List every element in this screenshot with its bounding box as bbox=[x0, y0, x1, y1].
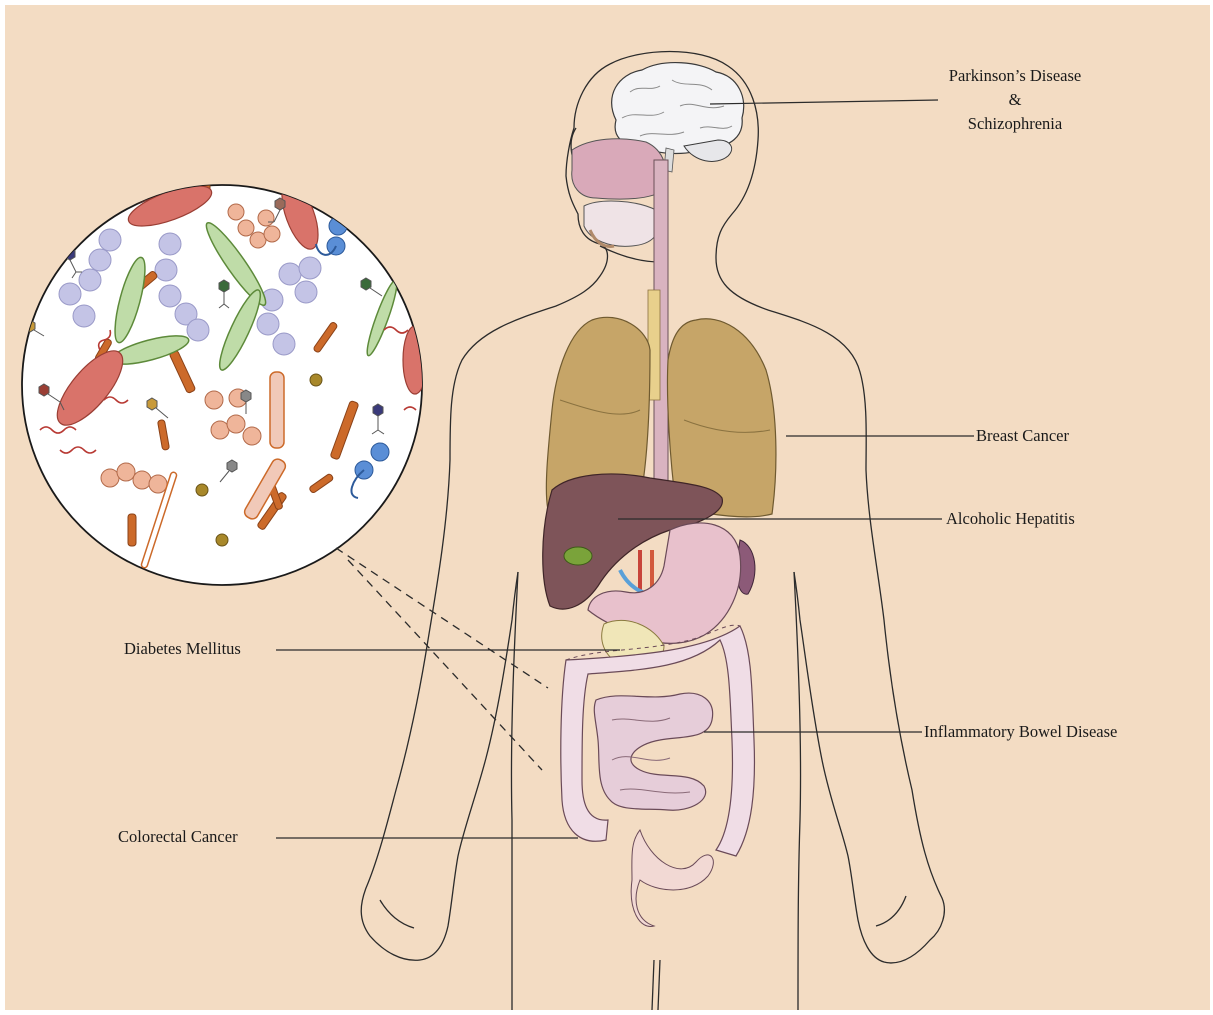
label-parkinsons-schizophrenia: Parkinson’s Disease & Schizophrenia bbox=[940, 64, 1090, 136]
label-colorectal: Colorectal Cancer bbox=[118, 829, 238, 846]
label-alcoholic-hepatitis: Alcoholic Hepatitis bbox=[946, 511, 1075, 528]
label-diabetes: Diabetes Mellitus bbox=[124, 641, 241, 658]
label-parkinsons: Parkinson’s Disease bbox=[940, 64, 1090, 88]
label-ibd: Inflammatory Bowel Disease bbox=[924, 724, 1117, 741]
label-ampersand: & bbox=[940, 88, 1090, 112]
label-breast-cancer: Breast Cancer bbox=[976, 428, 1069, 445]
gallbladder bbox=[564, 547, 592, 565]
label-schizophrenia: Schizophrenia bbox=[940, 112, 1090, 136]
oral-nasal-cavity bbox=[572, 139, 667, 247]
